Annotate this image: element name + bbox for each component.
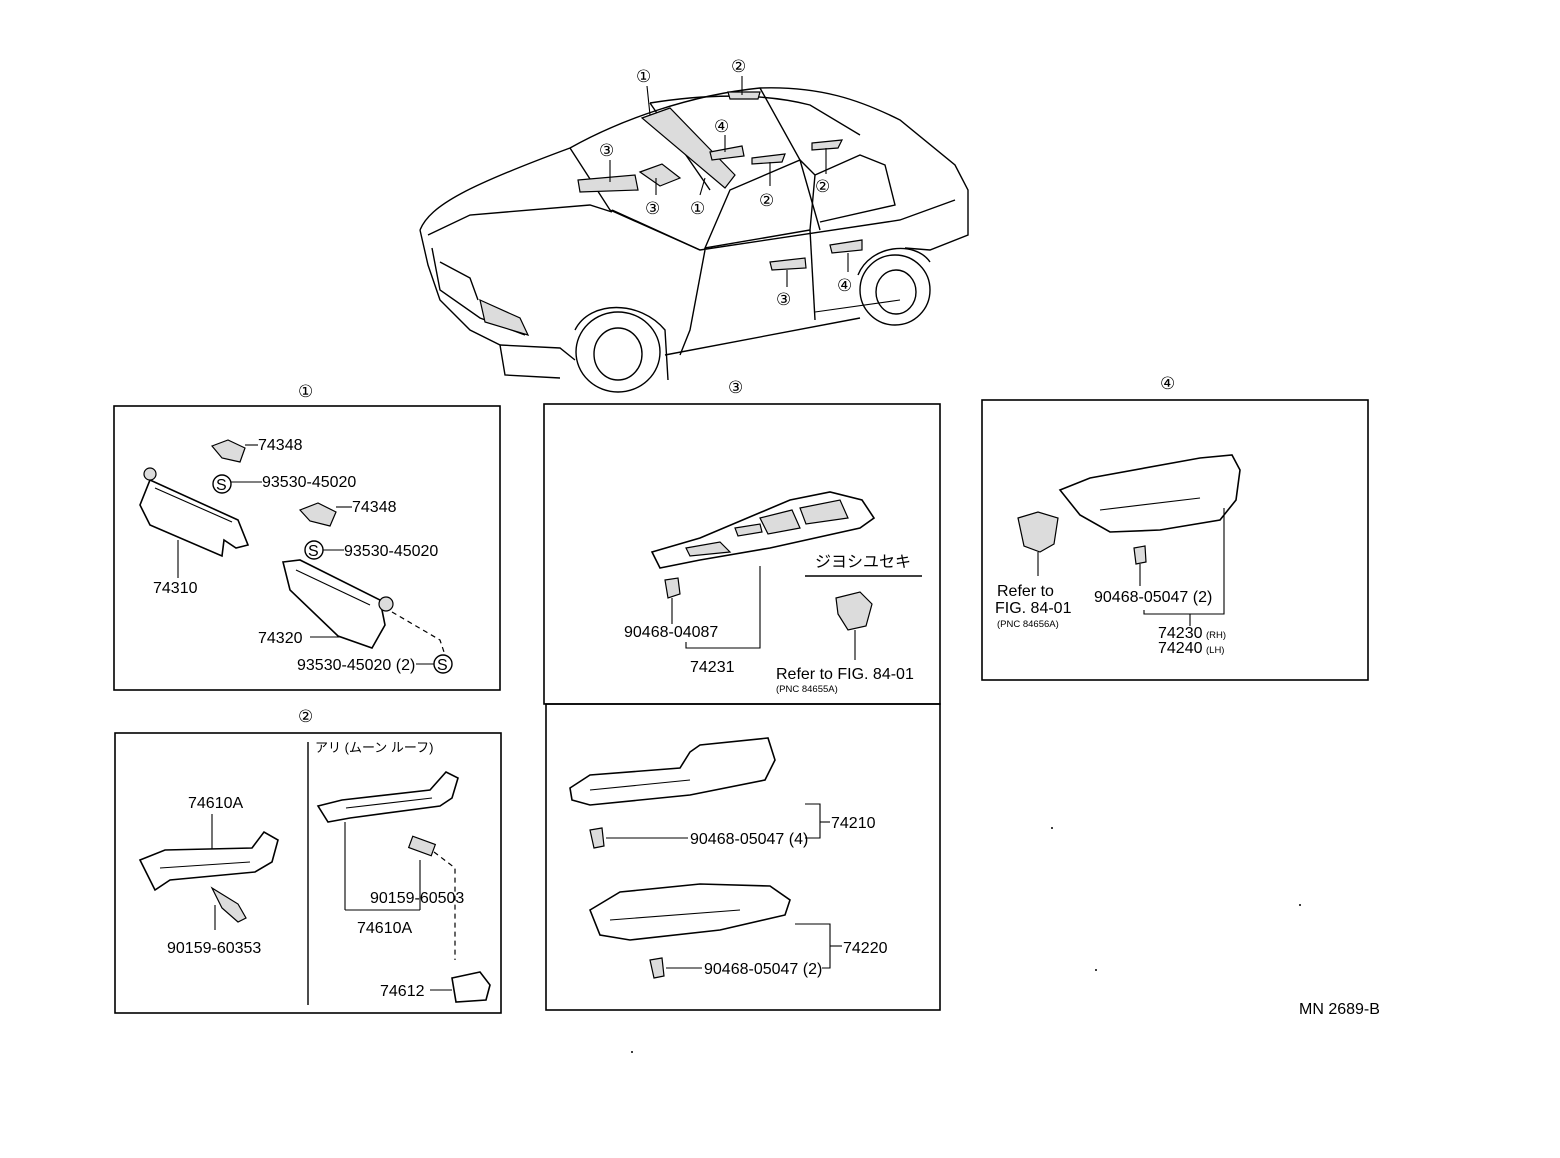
car-callout-2-mid: ② <box>759 191 774 210</box>
passenger-note: ジヨシユセキ <box>815 554 911 571</box>
section-4-refer-to: Refer to <box>997 583 1054 600</box>
moonroof-note: アリ (ムーン ルーフ) <box>315 740 433 755</box>
section-3-armrests: ③ 90468-04087 74231 ジヨシユセキ Refer to FIG.… <box>543 378 941 1011</box>
part-74348-b: 74348 <box>352 499 397 516</box>
car-callout-2-top: ② <box>731 57 746 76</box>
rh-note: (RH) <box>1206 630 1226 641</box>
s-symbol-c: S <box>437 657 448 674</box>
diagram-code: MN 2689-B <box>1299 1001 1380 1018</box>
section-3-refer-fig: Refer to FIG. 84-01 <box>776 666 914 683</box>
part-90468-05047-2-s4: 90468-05047 (2) <box>1094 589 1212 606</box>
section-3-box-lower <box>545 703 941 1011</box>
part-90468-04087: 90468-04087 <box>624 624 718 641</box>
part-74612: 74612 <box>380 983 425 1000</box>
part-93530-45020-a: 93530-45020 <box>262 474 356 491</box>
part-93530-45020-b: 93530-45020 <box>344 543 438 560</box>
part-74348-a: 74348 <box>258 437 303 454</box>
car-callout-3-left: ③ <box>599 141 614 160</box>
part-74240: 74240 <box>1158 640 1203 657</box>
car-overview: ① ② ③ ④ ③ ① ② ② ③ ④ <box>419 57 969 393</box>
section-1-sun-visors: ① 74348 S 93530-45020 74310 74348 S 9353… <box>113 382 501 691</box>
car-callout-4-top: ④ <box>714 117 729 136</box>
part-74610a-left: 74610A <box>188 795 243 812</box>
car-callout-2-right: ② <box>815 177 830 196</box>
section-3-refer-pnc: (PNC 84655A) <box>776 684 838 695</box>
part-74220: 74220 <box>843 940 888 957</box>
part-74320: 74320 <box>258 630 303 647</box>
part-74610a-right: 74610A <box>357 920 412 937</box>
section-4-rear-armrests: ④ Refer to FIG. 84-01 (PNC 84656A) 90468… <box>981 374 1369 681</box>
car-callout-4-door: ④ <box>837 276 852 295</box>
section-4-box <box>981 399 1369 681</box>
part-74210: 74210 <box>831 815 876 832</box>
s-symbol-b: S <box>308 543 319 560</box>
car-callout-3-mid: ③ <box>645 199 660 218</box>
section-1-box <box>113 405 501 691</box>
part-74230: 74230 <box>1158 625 1203 642</box>
car-callout-3-door: ③ <box>776 290 791 309</box>
section-3-callout: ③ <box>728 378 743 397</box>
section-2-box <box>114 732 502 1014</box>
section-4-callout: ④ <box>1160 374 1175 393</box>
lh-note: (LH) <box>1206 645 1224 656</box>
part-90468-05047-4: 90468-05047 (4) <box>690 831 808 848</box>
part-90468-05047-2-s3: 90468-05047 (2) <box>704 961 822 978</box>
section-4-refer-pnc: (PNC 84656A) <box>997 619 1059 630</box>
section-1-callout: ① <box>298 382 313 401</box>
s-symbol-a: S <box>216 477 227 494</box>
section-2-assist-grips: ② アリ (ムーン ルーフ) 74610A 90159-60353 90159-… <box>114 707 502 1014</box>
part-90159-60353: 90159-60353 <box>167 940 261 957</box>
part-90159-60503: 90159-60503 <box>370 890 464 907</box>
car-callout-1-top: ① <box>636 67 651 86</box>
part-74231: 74231 <box>690 659 735 676</box>
part-93530-45020-c: 93530-45020 (2) <box>297 657 415 674</box>
section-4-refer-fig: FIG. 84-01 <box>995 600 1072 617</box>
car-callout-1-mid: ① <box>690 199 705 218</box>
section-2-callout: ② <box>298 707 313 726</box>
part-74310: 74310 <box>153 580 198 597</box>
